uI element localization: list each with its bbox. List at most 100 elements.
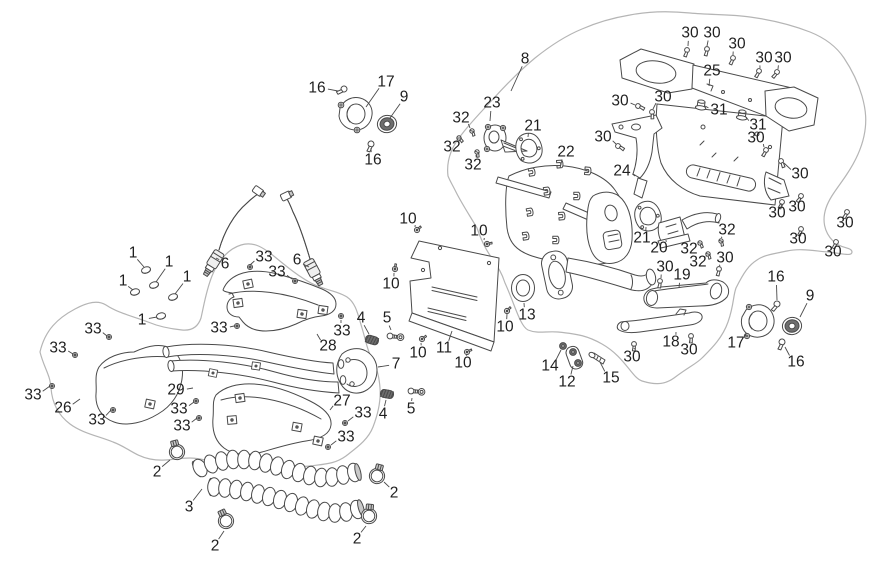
callout-leader xyxy=(229,325,235,328)
part-callout: 30 xyxy=(824,244,842,261)
part-callout: 27 xyxy=(333,393,350,410)
callout-leader xyxy=(745,116,750,121)
part-18-lower-shield xyxy=(616,308,703,334)
callout-leader xyxy=(570,365,574,375)
callout-leader xyxy=(384,399,387,407)
part-callout: 30 xyxy=(728,36,746,53)
part-callout: 33 xyxy=(84,321,101,338)
part-callout: 9 xyxy=(806,288,815,305)
part-19-lower-shield xyxy=(643,279,730,309)
callout-leader xyxy=(327,88,339,92)
part-callout: 17 xyxy=(377,74,394,91)
part-callout: 2 xyxy=(390,485,399,502)
part-callout: 31 xyxy=(710,102,727,119)
callout-leader xyxy=(215,257,220,261)
part-callout: 26 xyxy=(54,400,71,417)
callout-leader xyxy=(155,268,166,283)
part-callout: 30 xyxy=(755,50,773,67)
callout-leader xyxy=(127,286,134,291)
part-callout: 30 xyxy=(774,50,792,67)
part-callout: 33 xyxy=(170,401,187,418)
callout-leader xyxy=(465,354,468,356)
callout-leader xyxy=(330,440,337,446)
part-9-rubber-grommet xyxy=(780,315,804,337)
part-callout: 25 xyxy=(703,63,720,80)
callout-leader xyxy=(458,139,461,142)
leader-lines xyxy=(42,40,848,540)
callout-leader xyxy=(467,123,471,129)
part-callout: 30 xyxy=(768,205,786,222)
callout-leader xyxy=(489,110,492,122)
part-callout: 33 xyxy=(337,429,354,446)
callout-leader xyxy=(191,417,198,423)
callout-leader xyxy=(316,333,321,341)
callout-leader xyxy=(599,361,606,372)
part-25-top-cover xyxy=(619,48,819,132)
part-20-pipe-bracket xyxy=(657,212,722,249)
part-6-oxygen-sensor xyxy=(279,189,327,288)
part-callout: 4 xyxy=(357,310,366,327)
part-callout: 5 xyxy=(383,310,392,327)
callout-leader xyxy=(249,260,255,266)
callout-leader xyxy=(559,159,563,169)
part-22-muffler xyxy=(495,159,657,300)
part-28-heat-shield xyxy=(222,270,337,332)
part-callout: 1 xyxy=(183,269,192,286)
part-callout: 1 xyxy=(119,273,128,290)
part-24-mounting-bracket xyxy=(611,103,790,206)
part-callout: 30 xyxy=(788,199,806,216)
part-callout: 2 xyxy=(211,538,220,555)
callout-leader xyxy=(388,325,392,331)
callout-leader xyxy=(697,243,699,246)
callout-leader xyxy=(776,284,778,301)
part-callout: 7 xyxy=(392,356,401,373)
callout-leader xyxy=(42,385,51,392)
callout-leader xyxy=(102,332,108,337)
callout-leader xyxy=(762,143,765,148)
part-callout: 33 xyxy=(49,340,66,357)
part-callout: 19 xyxy=(673,267,690,284)
part-callout: 33 xyxy=(268,264,285,281)
callout-leader xyxy=(383,481,390,488)
part-callout: 6 xyxy=(221,256,230,273)
part-callout: 28 xyxy=(319,338,336,355)
part-callout: 30 xyxy=(654,89,672,106)
part-callout: 11 xyxy=(436,340,452,357)
callout-leader xyxy=(67,350,74,355)
callout-leader xyxy=(720,236,723,239)
part-callout: 14 xyxy=(541,358,559,375)
part-callout: 6 xyxy=(293,252,302,269)
part-callout: 21 xyxy=(524,118,541,135)
part-26-heat-shield xyxy=(95,344,183,425)
callout-leader xyxy=(347,416,354,422)
callout-leader xyxy=(329,405,334,411)
part-callout: 33 xyxy=(88,412,105,429)
part-15-bolt xyxy=(588,351,606,365)
callout-leader xyxy=(612,140,617,145)
part-callout: 13 xyxy=(518,307,535,324)
callout-leader xyxy=(218,530,225,540)
part-17-support-bracket xyxy=(740,303,775,340)
part-callout: 30 xyxy=(656,259,674,276)
callout-leader xyxy=(783,162,792,170)
part-3-flex-hose xyxy=(191,449,362,488)
part-callout: 33 xyxy=(173,418,190,435)
part-12-link xyxy=(565,345,584,370)
part-callout: 23 xyxy=(483,95,500,112)
part-callout: 10 xyxy=(470,223,488,240)
part-6-oxygen-sensor xyxy=(200,184,267,279)
part-callout: 32 xyxy=(452,110,469,127)
part-callout: 32 xyxy=(689,254,706,271)
part-callout: 33 xyxy=(333,323,350,340)
part-callout: 16 xyxy=(364,152,381,169)
part-callout: 20 xyxy=(650,240,668,257)
callout-leader xyxy=(780,203,782,206)
callout-leader xyxy=(704,105,709,109)
callout-leader xyxy=(652,102,657,110)
part-callout: 31 xyxy=(749,117,766,134)
part-callout: 10 xyxy=(382,276,400,293)
callout-leader xyxy=(510,66,523,92)
part-callout: 17 xyxy=(727,335,744,352)
